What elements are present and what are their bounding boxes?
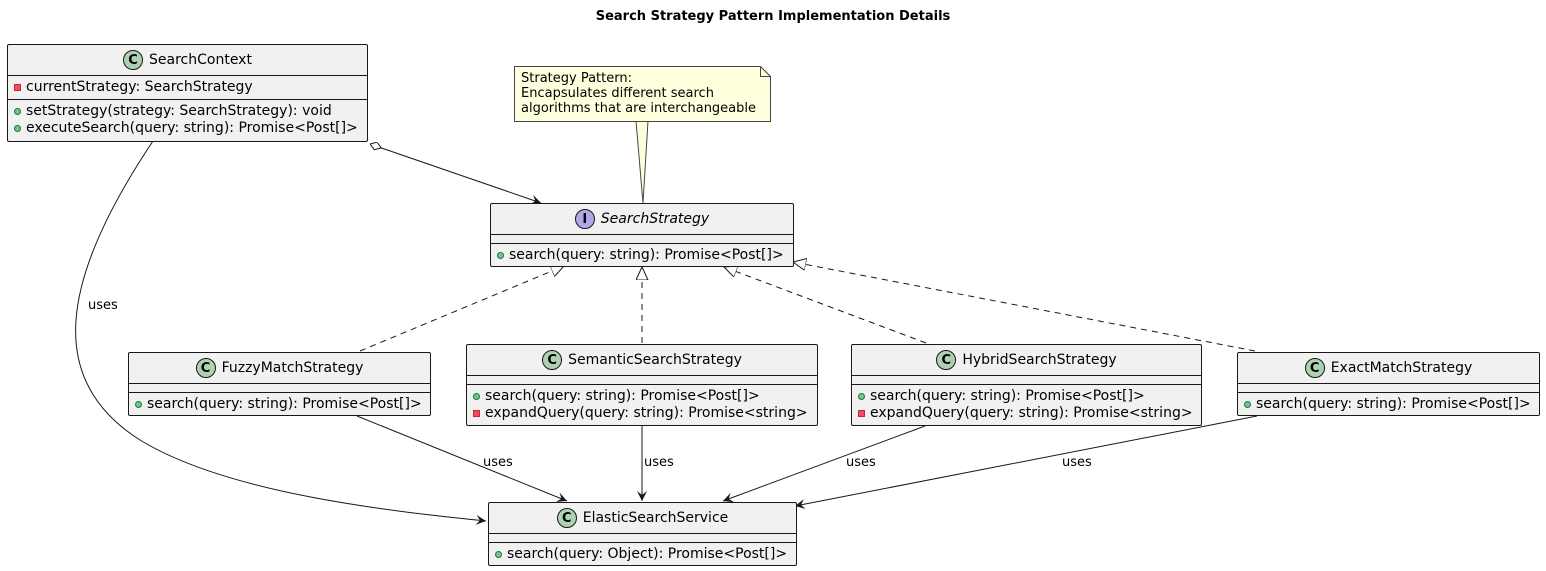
class-header: I SearchStrategy [491, 204, 793, 234]
method-row: expandQuery(query: string): Promise<stri… [473, 405, 811, 422]
interface-stereotype-icon: I [574, 209, 595, 229]
method-text: setStrategy(strategy: SearchStrategy): v… [26, 103, 332, 119]
edge-label-semantic-uses: uses [644, 455, 674, 470]
class-hybrid-search-strategy[interactable]: C HybridSearchStrategy search(query: str… [851, 344, 1202, 426]
method-row: setStrategy(strategy: SearchStrategy): v… [14, 103, 361, 120]
method-row: search(query: string): Promise<Post[]> [497, 247, 787, 264]
note-line: algorithms that are interchangeable [521, 101, 757, 116]
class-elastic-search-service[interactable]: C ElasticSearchService search(query: Obj… [488, 502, 797, 566]
class-header: C ElasticSearchService [489, 503, 796, 533]
class-name: HybridSearchStrategy [962, 352, 1117, 368]
private-visibility-icon [858, 410, 865, 417]
edge-label-fuzzy-uses: uses [483, 455, 513, 470]
field-text: currentStrategy: SearchStrategy [26, 79, 253, 95]
method-row: executeSearch(query: string): Promise<Po… [14, 120, 361, 137]
edge-fuzzy-implements [359, 266, 564, 352]
edge-exact-uses-elastic [794, 415, 1258, 509]
fields-section [467, 375, 817, 384]
class-name: SemanticSearchStrategy [568, 352, 742, 368]
edge-label-context-uses: uses [88, 298, 118, 313]
public-visibility-icon [495, 551, 502, 558]
fields-section [852, 375, 1201, 384]
method-text: search(query: Object): Promise<Post[]> [507, 546, 788, 562]
edge-context-uses-elastic [75, 140, 487, 525]
class-stereotype-icon: C [195, 358, 216, 378]
class-stereotype-icon: C [556, 508, 577, 528]
class-header: C HybridSearchStrategy [852, 345, 1201, 375]
edge-hybrid-uses-elastic [722, 425, 926, 503]
class-stereotype-icon: C [936, 350, 957, 370]
class-search-context[interactable]: C SearchContext currentStrategy: SearchS… [7, 44, 368, 142]
method-text: executeSearch(query: string): Promise<Po… [26, 120, 358, 136]
method-text: expandQuery(query: string): Promise<stri… [485, 405, 808, 421]
class-header: C ExactMatchStrategy [1238, 353, 1539, 383]
fields-section [1238, 383, 1539, 392]
note-connector [635, 120, 649, 204]
interface-search-strategy[interactable]: I SearchStrategy search(query: string): … [490, 203, 794, 267]
class-stereotype-icon: C [123, 50, 144, 70]
methods-section: search(query: string): Promise<Post[]> [1238, 392, 1539, 416]
fields-section: currentStrategy: SearchStrategy [8, 75, 367, 99]
public-visibility-icon [473, 393, 480, 400]
method-row: search(query: string): Promise<Post[]> [135, 396, 424, 413]
class-stereotype-icon: C [542, 350, 563, 370]
edge-hybrid-implements [724, 267, 927, 344]
method-text: expandQuery(query: string): Promise<stri… [870, 405, 1193, 421]
class-name: ExactMatchStrategy [1330, 360, 1473, 376]
method-row: search(query: string): Promise<Post[]> [1244, 396, 1533, 413]
class-fuzzy-match-strategy[interactable]: C FuzzyMatchStrategy search(query: strin… [128, 352, 431, 416]
class-header: C SearchContext [8, 45, 367, 75]
field-row: currentStrategy: SearchStrategy [14, 79, 361, 96]
method-row: search(query: string): Promise<Post[]> [473, 388, 811, 405]
class-header: C SemanticSearchStrategy [467, 345, 817, 375]
fields-section [491, 234, 793, 243]
private-visibility-icon [14, 84, 21, 91]
methods-section: setStrategy(strategy: SearchStrategy): v… [8, 99, 367, 140]
method-row: expandQuery(query: string): Promise<stri… [858, 405, 1195, 422]
class-header: C FuzzyMatchStrategy [129, 353, 430, 383]
diagram-title: Search Strategy Pattern Implementation D… [595, 9, 951, 24]
methods-section: search(query: string): Promise<Post[]> e… [852, 384, 1201, 425]
edge-fuzzy-uses-elastic [356, 415, 568, 502]
class-name: FuzzyMatchStrategy [221, 360, 364, 376]
public-visibility-icon [14, 125, 21, 132]
fields-section [489, 533, 796, 542]
method-text: search(query: string): Promise<Post[]> [1256, 396, 1531, 412]
public-visibility-icon [135, 401, 142, 408]
public-visibility-icon [858, 393, 865, 400]
public-visibility-icon [497, 252, 504, 259]
method-row: search(query: string): Promise<Post[]> [858, 388, 1195, 405]
methods-section: search(query: string): Promise<Post[]> [129, 392, 430, 416]
methods-section: search(query: string): Promise<Post[]> [491, 243, 793, 267]
note-shape [514, 66, 771, 122]
class-exact-match-strategy[interactable]: C ExactMatchStrategy search(query: strin… [1237, 352, 1540, 416]
public-visibility-icon [14, 108, 21, 115]
method-text: search(query: string): Promise<Post[]> [485, 388, 760, 404]
methods-section: search(query: string): Promise<Post[]> e… [467, 384, 817, 425]
class-name: ElasticSearchService [582, 510, 729, 526]
class-semantic-search-strategy[interactable]: C SemanticSearchStrategy search(query: s… [466, 344, 818, 426]
strategy-pattern-note: Strategy Pattern: Encapsulates different… [514, 66, 771, 122]
method-text: search(query: string): Promise<Post[]> [870, 388, 1145, 404]
method-text: search(query: string): Promise<Post[]> [509, 247, 784, 263]
private-visibility-icon [473, 410, 480, 417]
edge-label-exact-uses: uses [1062, 455, 1092, 470]
edge-label-hybrid-uses: uses [846, 455, 876, 470]
method-text: search(query: string): Promise<Post[]> [147, 396, 422, 412]
method-row: search(query: Object): Promise<Post[]> [495, 546, 790, 563]
edge-context-aggregates-strategy [370, 144, 542, 203]
methods-section: search(query: Object): Promise<Post[]> [489, 542, 796, 566]
class-name: SearchStrategy [600, 211, 710, 227]
note-line: Strategy Pattern: [521, 71, 632, 86]
public-visibility-icon [1244, 401, 1251, 408]
fields-section [129, 383, 430, 392]
class-name: SearchContext [149, 52, 252, 68]
class-stereotype-icon: C [1304, 358, 1325, 378]
edge-exact-implements [793, 262, 1256, 352]
note-line: Encapsulates different search [521, 86, 714, 101]
